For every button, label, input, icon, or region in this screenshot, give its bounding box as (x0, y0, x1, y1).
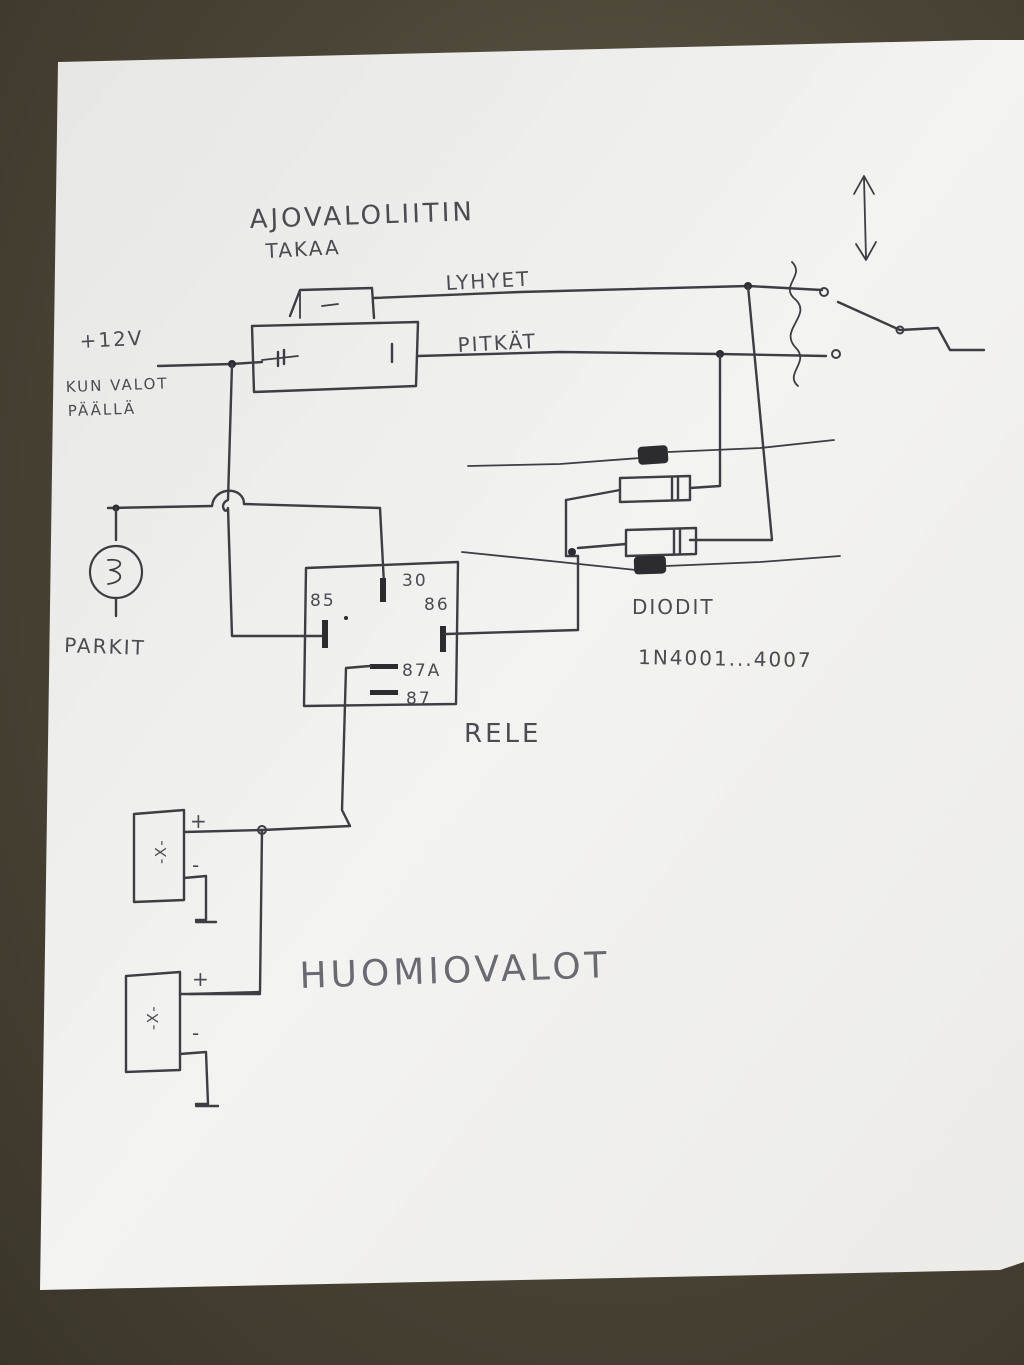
headlight-switch: AJOVALOLIITIN TAKAA (249, 197, 475, 394)
relay-87-wire (260, 664, 372, 832)
relay-86-wire (444, 554, 580, 636)
lamp1-plus: + (190, 809, 209, 833)
beam-selector-switch (788, 175, 986, 387)
lamp2-minus: - (192, 1021, 201, 1045)
relay-pin-85: 85 (310, 591, 336, 611)
relay-pin-87a: 87A (402, 661, 441, 681)
supply-note-line1: KUN VALOT (66, 374, 169, 396)
low-beam-feed (688, 284, 774, 542)
relay-title: RELE (464, 719, 541, 749)
high-beam-feed (688, 352, 722, 490)
low-beam-wire (372, 284, 824, 300)
high-beam-wire (416, 350, 828, 358)
fog-lamp-2: -X- + - (124, 967, 262, 1108)
svg-text:-X-: -X- (152, 838, 170, 864)
paper-sheet (40, 40, 1024, 1290)
supply-note-line2: PÄÄLLÄ (67, 399, 136, 420)
diodes-title: DIODIT (632, 595, 715, 619)
lamp1-minus: - (192, 853, 201, 877)
switch-title-line2: TAKAA (264, 235, 341, 263)
lamp2-plus: + (192, 967, 211, 991)
parking-lamp (88, 502, 386, 618)
parking-label: PARKIT (64, 633, 146, 660)
relay-pin-86: 86 (424, 595, 450, 615)
low-beams-label: LYHYET (445, 267, 531, 295)
supply-vertical-wire (221, 362, 324, 638)
relay-pin-30: 30 (402, 571, 428, 591)
relay-pin-87: 87 (406, 689, 432, 709)
supply-label: +12V (79, 326, 144, 353)
diode-pack (461, 439, 841, 575)
svg-text:-X-: -X- (144, 1004, 162, 1030)
diodes-part-number: 1N4001...4007 (638, 645, 813, 672)
relay: 85 30 86 87A 87 (302, 560, 460, 709)
